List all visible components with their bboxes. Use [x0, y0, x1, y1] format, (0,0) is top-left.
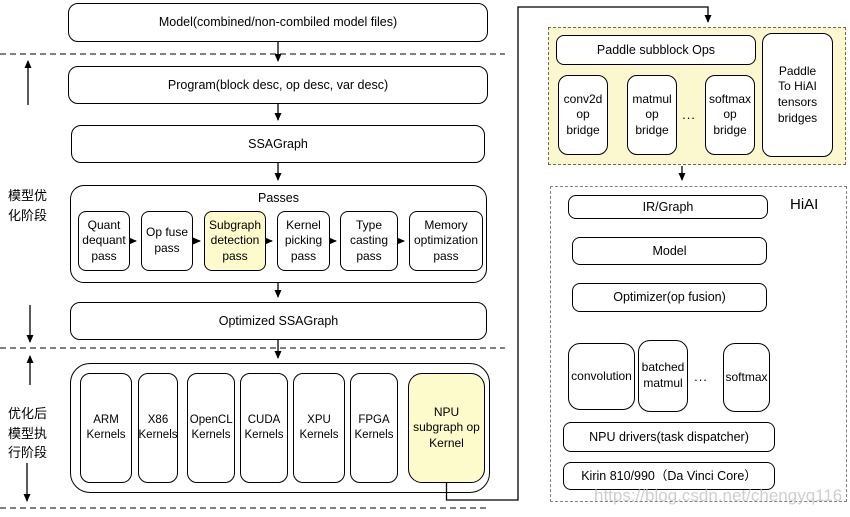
- bridge-matmul: matmul op bridge: [627, 75, 677, 155]
- passes-title: Passes: [258, 191, 299, 205]
- kernel-opencl: OpenCL Kernels: [187, 373, 235, 483]
- bridge-softmax: softmax op bridge: [705, 75, 755, 155]
- hiai-op-batched-matmul: batched matmul: [638, 340, 688, 412]
- hiai-title: HiAI: [790, 196, 819, 213]
- watermark: https://blog.csdn.net/chengyq116: [594, 486, 843, 505]
- hiai-op-convolution: convolution: [568, 343, 635, 410]
- passes-group: Passes: [70, 185, 487, 283]
- ssagraph-box: SSAGraph: [71, 125, 485, 163]
- hiai-optimizer-box: Optimizer(op fusion): [572, 283, 767, 312]
- kernel-xpu: XPU Kernels: [293, 373, 345, 483]
- npu-to-bridges-connector: [445, 6, 712, 501]
- pass-type-casting: Type casting pass: [340, 211, 398, 271]
- bridge-ellipsis: ...: [682, 106, 696, 122]
- program-box: Program(block desc, op desc, var desc): [68, 66, 488, 104]
- kernel-arm: ARM Kernels: [80, 373, 132, 483]
- optimized-ssagraph-box: Optimized SSAGraph: [70, 302, 487, 340]
- hiai-model-box: Model: [572, 237, 767, 265]
- pass-op-fuse: Op fuse pass: [141, 211, 193, 271]
- kernel-x86: X86 Kernels: [138, 373, 178, 483]
- stage-label-optimize: 模型优化阶段: [8, 188, 48, 223]
- pass-kernel-picking: Kernel picking pass: [277, 211, 330, 271]
- paddle-to-hiai-bridges-box: Paddle To HiAI tensors bridges: [762, 33, 833, 157]
- npu-drivers-box: NPU drivers(task dispatcher): [563, 422, 775, 452]
- model-files-box: Model(combined/non-combiled model files): [68, 3, 488, 42]
- kernel-npu-subgraph: NPU subgraph op Kernel: [408, 373, 485, 483]
- hiai-op-softmax: softmax: [723, 343, 770, 412]
- bridge-conv2d: conv2d op bridge: [558, 75, 608, 155]
- paddle-subblock-ops-box: Paddle subblock Ops: [556, 35, 756, 65]
- kernel-fpga: FPGA Kernels: [350, 373, 398, 483]
- hiai-op-ellipsis: ...: [694, 368, 708, 384]
- pass-subgraph-detection: Subgraph detection pass: [204, 211, 266, 271]
- hiai-ir-graph-box: IR/Graph: [568, 195, 768, 219]
- pass-memory-optimization: Memory optimization pass: [409, 211, 483, 271]
- kernel-cuda: CUDA Kernels: [240, 373, 288, 483]
- kirin-chip-box: Kirin 810/990（Da Vinci Core）: [563, 462, 775, 490]
- pass-quant-dequant: Quant dequant pass: [78, 211, 130, 271]
- kernels-group: [70, 363, 490, 493]
- stage-label-execute: 优化后模型执行阶段: [8, 406, 48, 460]
